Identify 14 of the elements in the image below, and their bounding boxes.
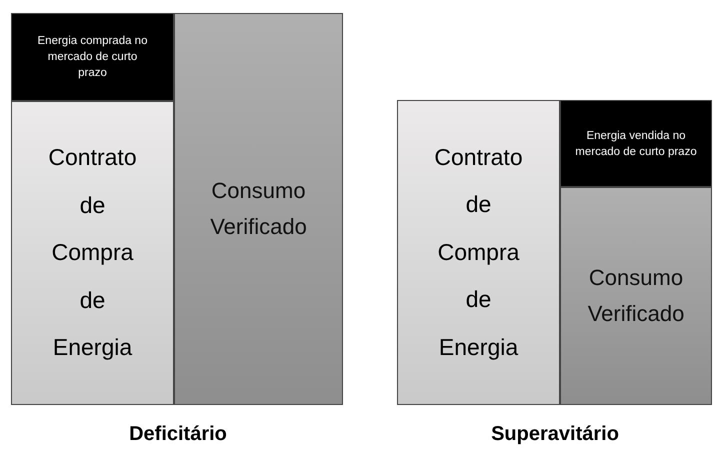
market-energy-text: Energia vendida no mercado de curto prazo xyxy=(574,128,698,160)
contract-text: Contrato de Compra de Energia xyxy=(47,143,138,362)
scenario-caption: Superavitário xyxy=(491,423,619,446)
scenario-caption: Deficitário xyxy=(129,423,227,446)
market-energy-text: Energia comprada no mercado de curto prazo xyxy=(36,34,148,81)
contract-box xyxy=(397,100,560,405)
market-energy-box xyxy=(11,13,174,101)
consumption-text: Consumo Verificado xyxy=(209,177,308,241)
consumption-text: Consumo Verificado xyxy=(586,264,686,328)
consumption-box xyxy=(174,13,343,405)
contract-text: Contrato de Compra de Energia xyxy=(433,142,524,362)
contract-box xyxy=(11,101,174,405)
consumption-box xyxy=(560,187,712,405)
market-energy-box xyxy=(560,100,712,187)
